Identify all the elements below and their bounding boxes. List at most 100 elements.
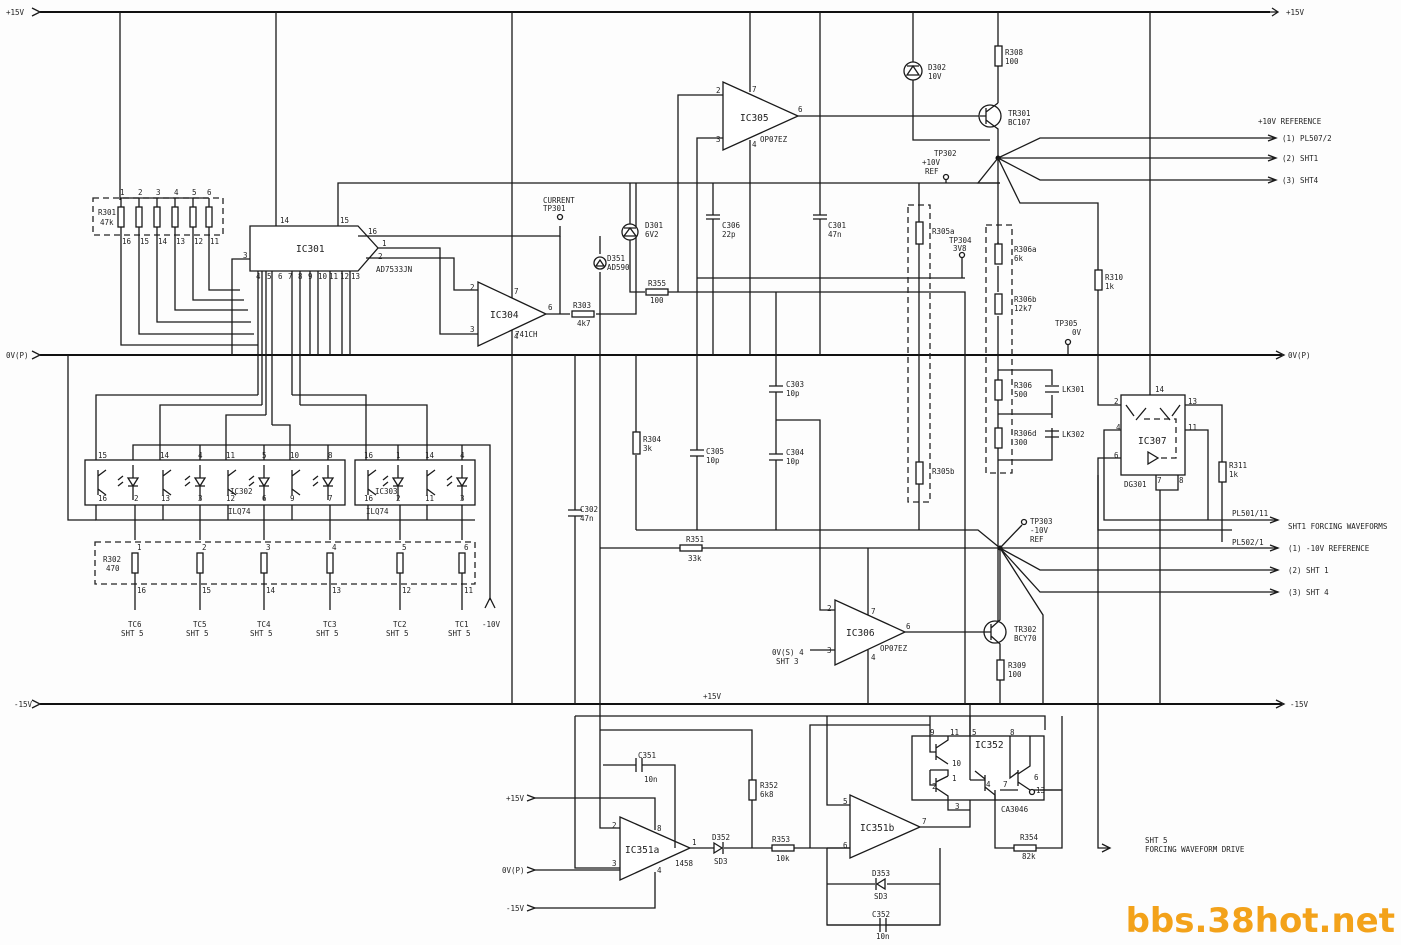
svg-text:12: 12 — [402, 586, 411, 595]
r302-network — [94, 541, 476, 610]
rail-label-plus15-mid: +15V — [703, 692, 722, 701]
svg-text:2: 2 — [378, 252, 383, 261]
svg-text:13: 13 — [1036, 786, 1045, 795]
svg-text:2: 2 — [1114, 397, 1119, 406]
svg-text:3: 3 — [955, 802, 960, 811]
svg-text:10: 10 — [318, 272, 328, 281]
svg-text:12: 12 — [340, 272, 349, 281]
ic351a-pin: 8 — [657, 824, 662, 833]
r355-value: 100 — [650, 296, 664, 305]
ref-pos-out-1: (1) PL507/2 — [1282, 134, 1332, 143]
d352-value: SD3 — [714, 857, 728, 866]
ic305-pin: 2 — [716, 86, 721, 95]
r305-network — [907, 183, 931, 530]
ref-neg-out-1: (1) -10V REFERENCE — [1288, 544, 1370, 553]
tc-output-sheet: SHT 5 — [316, 629, 339, 638]
ic301-type: AD7533JN — [376, 265, 412, 274]
r302-ref: R302 — [103, 555, 121, 564]
ic351-0v-label: 0V(P) — [502, 866, 525, 875]
ic351b-opamp — [809, 704, 971, 932]
c301-ref: C301 — [828, 221, 846, 230]
svg-text:1: 1 — [120, 188, 125, 197]
c303-value: 10p — [786, 389, 800, 398]
ic304-pin: 4 — [514, 332, 519, 341]
svg-text:14: 14 — [266, 586, 276, 595]
ic304-ref: IC304 — [490, 310, 519, 321]
svg-text:1: 1 — [396, 451, 401, 460]
r301-value: 47k — [100, 218, 114, 227]
ic351b-pin: 6 — [843, 841, 848, 850]
ic305-type: OP07EZ — [760, 135, 788, 144]
r303-value: 4k7 — [577, 319, 591, 328]
ic351b-ref: IC351b — [860, 823, 895, 834]
ic306-ref: IC306 — [846, 628, 875, 639]
r311-value: 1k — [1229, 470, 1239, 479]
ic352-type: CA3046 — [1001, 805, 1029, 814]
svg-text:10: 10 — [952, 759, 962, 768]
tp301-label1: CURRENT — [543, 196, 575, 205]
d301-ref: D301 — [645, 221, 663, 230]
led-icon — [117, 465, 140, 500]
c351-value: 10n — [644, 775, 658, 784]
r309-value: 100 — [1008, 670, 1022, 679]
tc-output-sheet: SHT 5 — [250, 629, 273, 638]
svg-text:11: 11 — [1188, 423, 1197, 432]
r304-value: 3k — [643, 444, 653, 453]
r352-ref: R352 — [760, 781, 778, 790]
svg-text:14: 14 — [160, 451, 170, 460]
r304-ref: R304 — [643, 435, 662, 444]
ic306-pin: 6 — [906, 622, 911, 631]
ref-pos-out-2: (2) SHT1 — [1282, 154, 1318, 163]
svg-text:5: 5 — [972, 728, 977, 737]
svg-text:13: 13 — [161, 494, 170, 503]
ref-pos-out-3: (3) SHT4 — [1282, 176, 1319, 185]
led-icon — [382, 465, 405, 500]
svg-text:8: 8 — [298, 272, 303, 281]
ic305-pin: 7 — [752, 85, 757, 94]
svg-text:2: 2 — [396, 494, 401, 503]
tp304-testpoint — [958, 251, 966, 259]
tc-output-sheet: SHT 5 — [386, 629, 409, 638]
ic302-type: ILQ74 — [228, 507, 251, 516]
svg-text:1: 1 — [952, 774, 957, 783]
r310-value: 1k — [1105, 282, 1115, 291]
ic306-pin: 7 — [871, 607, 876, 616]
ic302-ref: IC302 — [230, 487, 253, 496]
tc-output-sheet: SHT 5 — [448, 629, 471, 638]
r306b-ref: R306b — [1014, 295, 1037, 304]
svg-text:13: 13 — [1188, 397, 1197, 406]
led-icon — [446, 465, 469, 500]
svg-text:5: 5 — [267, 272, 272, 281]
ic351a-opamp — [526, 704, 1046, 912]
svg-text:1: 1 — [382, 239, 387, 248]
ic352-transistor-array — [911, 475, 1112, 853]
opto-couplers — [84, 394, 496, 609]
ic303-ref: IC303 — [375, 487, 398, 496]
capacitors-mid — [568, 292, 835, 704]
svg-text:7: 7 — [1003, 780, 1008, 789]
tr301-transistor — [978, 102, 1002, 158]
tc-output-label: TC4 — [257, 620, 271, 629]
svg-text:13: 13 — [176, 237, 185, 246]
svg-text:6: 6 — [207, 188, 212, 197]
d302-value: 10V — [928, 72, 942, 81]
svg-text:11: 11 — [210, 237, 219, 246]
r352-value: 6k8 — [760, 790, 774, 799]
r308-ref: R308 — [1005, 48, 1024, 57]
ic352-ref: IC352 — [975, 740, 1004, 751]
svg-text:6: 6 — [1114, 451, 1119, 460]
tr301-value: BC107 — [1008, 118, 1031, 127]
d351-value: AD590 — [607, 263, 630, 272]
c302-value: 47n — [580, 514, 594, 523]
ic307-switch — [1097, 12, 1232, 704]
ic304-pin: 2 — [470, 283, 475, 292]
lk301-ref: LK301 — [1062, 385, 1085, 394]
svg-text:1: 1 — [137, 543, 142, 552]
tp303-label3: REF — [1030, 535, 1044, 544]
ic305-opamp — [696, 12, 980, 355]
tp302-label3: REF — [925, 167, 939, 176]
r301-network — [92, 12, 258, 346]
